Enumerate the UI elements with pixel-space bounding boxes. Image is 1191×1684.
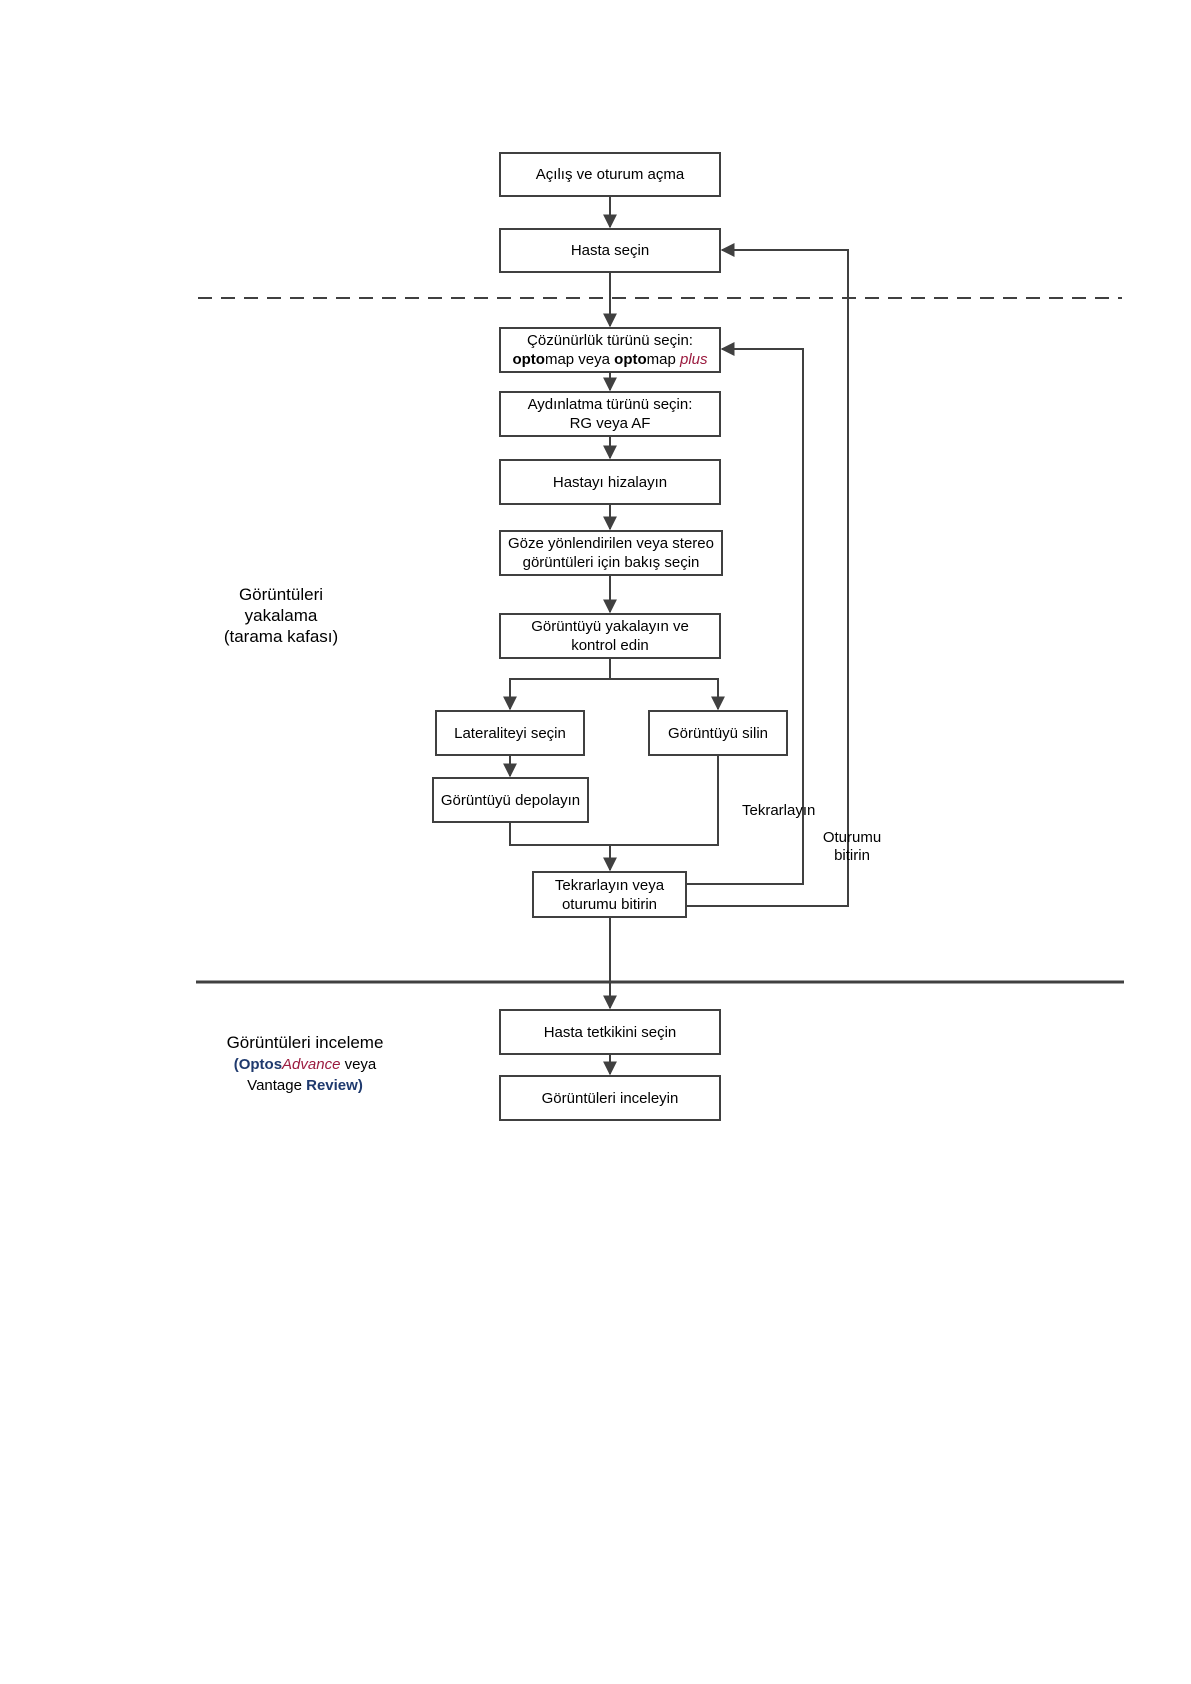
node-delete-image-label: Görüntüyü silin: [667, 724, 769, 742]
node-illumination-line1: Aydınlatma türünü seçin:: [527, 396, 693, 413]
edge-label-end-session-line1: Oturumu: [822, 829, 882, 846]
node-repeat-or-end: Tekrarlayın veya oturumu bitirin: [532, 871, 687, 918]
node-align-patient: Hastayı hizalayın: [499, 459, 721, 505]
node-delete-image: Görüntüyü silin: [648, 710, 788, 756]
node-align-patient-label: Hastayı hizalayın: [552, 473, 668, 491]
section-capture-label: Görüntüleri yakalama (tarama kafası): [205, 584, 357, 647]
loop-repeat-to-resolution: [686, 342, 804, 885]
node-review-images-label: Görüntüleri inceleyin: [541, 1089, 679, 1107]
loop-end-session-to-select-patient: [686, 243, 849, 907]
edge-label-repeat-text: Tekrarlayın: [742, 802, 816, 819]
node-select-exam-label: Hasta tetkikini seçin: [543, 1023, 677, 1041]
optomap-opto-2: opto: [614, 351, 647, 368]
section-capture-line3: (tarama kafası): [223, 627, 339, 646]
edge-label-repeat: Tekrarlayın: [742, 802, 832, 820]
node-select-exam: Hasta tetkikini seçin: [499, 1009, 721, 1055]
node-resolution: Çözünürlük türünü seçin: optomap veya op…: [499, 327, 721, 373]
arrow-capture-to-laterality: [503, 659, 611, 711]
review-advance: Advance: [282, 1056, 341, 1073]
node-store-image-label: Görüntüyü depolayın: [440, 791, 581, 809]
node-illumination: Aydınlatma türünü seçin: RG veya AF: [499, 391, 721, 437]
node-start-label: Açılış ve oturum açma: [535, 166, 685, 183]
node-repeat-line1: Tekrarlayın veya: [554, 876, 665, 894]
connector-store-to-merge: [509, 756, 719, 846]
node-select-patient-label: Hasta seçin: [570, 242, 650, 259]
arrow-capture-to-delete: [610, 678, 725, 711]
review-paren-close: ): [357, 1077, 363, 1094]
node-repeat-line2: oturumu bitirin: [561, 895, 658, 913]
optomap-map-1: map veya: [544, 351, 615, 368]
node-resolution-line1: Çözünürlük türünü seçin:: [527, 332, 693, 349]
section-review-label: Görüntüleri inceleme (OptosAdvance veya …: [210, 1032, 400, 1096]
review-paren-open: (: [233, 1056, 239, 1073]
node-view-line1: Göze yönlendirilen veya stereo: [508, 535, 714, 552]
node-store-image: Görüntüyü depolayın: [432, 777, 589, 823]
review-review: Review: [306, 1077, 358, 1094]
node-select-patient: Hasta seçin: [499, 228, 721, 273]
edge-label-end-session: Oturumu bitirin: [812, 829, 892, 865]
optomap-plus: plus: [680, 351, 708, 368]
node-view-line2: görüntüleri için bakış seçin: [522, 554, 700, 571]
review-veya: veya: [340, 1056, 377, 1073]
optomap-opto-1: opto: [512, 351, 545, 368]
edge-label-end-session-line2: bitirin: [834, 847, 870, 864]
section-review-line1: Görüntüleri inceleme: [226, 1033, 384, 1052]
node-capture-line2: kontrol edin: [571, 637, 649, 654]
review-vantage: Vantage: [247, 1077, 307, 1094]
node-laterality-label: Lateraliteyi seçin: [454, 724, 566, 742]
section-capture-line2: yakalama: [244, 606, 318, 625]
node-review-images: Görüntüleri inceleyin: [499, 1075, 721, 1121]
node-view-selection: Göze yönlendirilen veya stereo görüntüle…: [499, 530, 723, 576]
node-capture-image: Görüntüyü yakalayın ve kontrol edin: [499, 613, 721, 659]
node-capture-line1: Görüntüyü yakalayın ve: [531, 618, 689, 635]
optomap-map-2: map: [646, 351, 680, 368]
node-start: Açılış ve oturum açma: [499, 152, 721, 197]
review-optos: Optos: [238, 1056, 283, 1073]
node-laterality: Lateraliteyi seçin: [435, 710, 585, 756]
section-capture-line1: Görüntüleri: [238, 585, 324, 604]
node-illumination-line2: RG veya AF: [569, 415, 651, 432]
